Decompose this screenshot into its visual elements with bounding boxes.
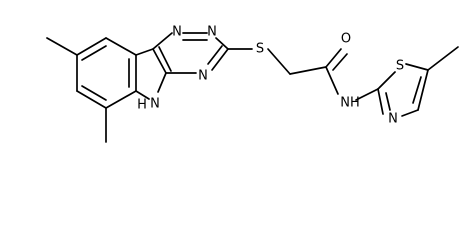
bond bbox=[76, 90, 107, 109]
bond-layer bbox=[46, 32, 459, 143]
methyl-bond bbox=[46, 37, 78, 56]
bond bbox=[377, 71, 396, 90]
atom-h-indole: H bbox=[137, 98, 147, 113]
bond bbox=[157, 72, 167, 93]
bond bbox=[81, 45, 107, 61]
bond bbox=[332, 53, 348, 71]
methyl-bond bbox=[427, 46, 459, 71]
bond bbox=[207, 45, 223, 65]
bond bbox=[325, 66, 339, 95]
bond bbox=[152, 32, 173, 50]
bond bbox=[76, 37, 107, 56]
bond bbox=[401, 109, 419, 117]
bond bbox=[289, 66, 327, 75]
atom-n-triazine-3: N bbox=[198, 69, 208, 84]
atom-n-thiazole: N bbox=[388, 112, 398, 127]
bond bbox=[81, 85, 107, 101]
bond bbox=[152, 48, 167, 74]
bond bbox=[405, 63, 429, 71]
bond bbox=[385, 92, 391, 111]
bond bbox=[135, 48, 154, 56]
bond bbox=[135, 90, 150, 100]
bond bbox=[158, 46, 172, 72]
molecule-structure: N N N N H S O NH S N bbox=[46, 25, 459, 143]
atom-n-indole: N bbox=[150, 97, 160, 112]
atom-s-thioether: S bbox=[256, 42, 264, 57]
bond bbox=[325, 48, 342, 68]
atom-n-triazine-1: N bbox=[172, 25, 182, 40]
atom-s-thiazole: S bbox=[396, 59, 404, 74]
bond bbox=[267, 48, 291, 75]
bond bbox=[215, 37, 229, 50]
bond bbox=[412, 76, 422, 104]
bond bbox=[105, 37, 137, 56]
bond bbox=[211, 48, 229, 71]
bond bbox=[377, 88, 384, 115]
atom-layer: N N N N H S O NH S N bbox=[137, 25, 404, 127]
atom-n-triazine-2: N bbox=[207, 25, 217, 40]
atom-nh-amide: NH bbox=[340, 96, 360, 111]
atom-o-carbonyl: O bbox=[341, 32, 351, 47]
bond bbox=[355, 88, 379, 101]
bond bbox=[417, 69, 429, 111]
bond bbox=[105, 90, 137, 109]
